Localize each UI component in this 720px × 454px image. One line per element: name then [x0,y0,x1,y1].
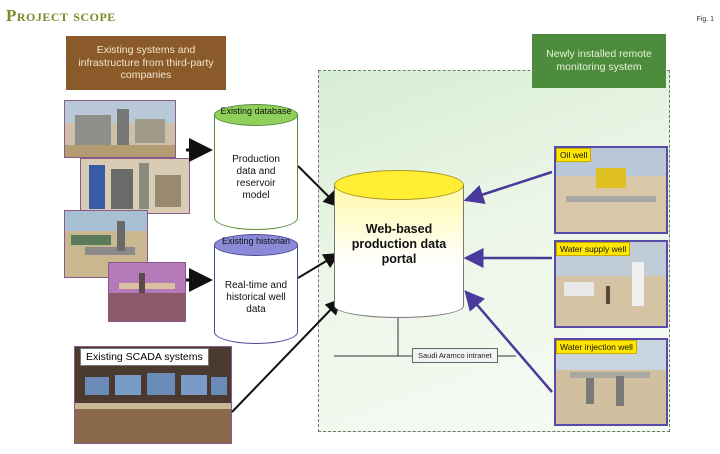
new-system-box: Newly installed remote monitoring system [532,34,666,88]
water-injection-well-label: Water injection well [556,340,637,354]
plant-photo-2 [80,158,190,214]
historian-top-label: Existing historian [221,236,291,246]
intranet-label: Saudi Aramco intranet [412,348,498,363]
historian-body-label: Real-time and historical well data [224,280,288,315]
water-supply-well-label: Water supply well [556,242,631,256]
figure-number: Fig. 1 [696,16,714,23]
database-cylinder [214,104,298,230]
historian-cylinder [214,234,298,344]
portal-label: Web-based production data portal [351,222,447,266]
database-body-label: Production data and reservoir model [232,154,280,201]
existing-systems-box: Existing systems and infrastructure from… [66,36,226,90]
oil-well-label: Oil well [556,148,592,162]
oil-well-photo [554,146,668,234]
database-top-label: Existing database [220,106,292,116]
portal-cylinder [334,170,464,318]
scada-label: Existing SCADA systems [80,348,209,366]
plant-photo-1 [64,100,176,158]
water-supply-well-photo [554,240,668,328]
plant-photo-4 [108,262,186,322]
diagram-title: Project scope [6,6,116,25]
